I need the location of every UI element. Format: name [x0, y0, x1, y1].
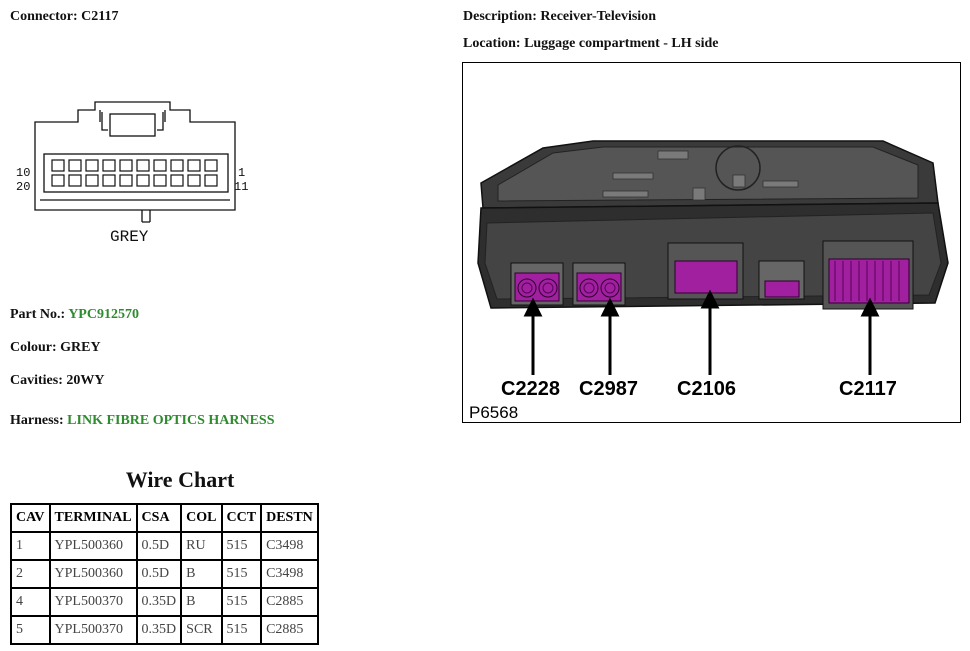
harness-label: Harness:: [10, 413, 64, 428]
cavity: [51, 174, 65, 187]
table-row: 4 YPL500370 0.35D B 515 C2885: [10, 587, 319, 617]
cavity-grid: [51, 159, 218, 187]
column-header: CCT: [220, 503, 263, 533]
table-cell: RU: [180, 531, 223, 561]
harness-line: Harness: LINK FIBRE OPTICS HARNESS: [10, 413, 275, 429]
colour-line: Colour: GREY: [10, 340, 101, 356]
location-value: Luggage compartment - LH side: [524, 36, 719, 51]
table-cell: YPL500370: [48, 615, 138, 645]
cavity: [51, 159, 65, 172]
cavity: [136, 174, 150, 187]
pin-label-1: 1: [238, 166, 246, 180]
table-cell: C3498: [260, 559, 319, 589]
callout-c2987: C2987: [579, 378, 638, 400]
column-header: DESTN: [260, 503, 319, 533]
cavity: [153, 159, 167, 172]
table-cell: 515: [220, 531, 263, 561]
table-row: 1 YPL500360 0.5D RU 515 C3498: [10, 531, 319, 561]
table-cell: 0.5D: [135, 559, 183, 589]
colour-label: Colour:: [10, 340, 57, 355]
table-cell: C2885: [260, 587, 319, 617]
module-location-illustration: C2228 C2987 C2106 C2117 P6568: [462, 62, 961, 423]
cavity: [204, 159, 218, 172]
description-line: Description: Receiver-Television: [463, 9, 656, 25]
table-cell: 1: [10, 531, 51, 561]
part-number-link[interactable]: YPC912570: [68, 307, 139, 322]
callout-c2117: C2117: [839, 378, 897, 400]
table-cell: 515: [220, 615, 263, 645]
figure-code: P6568: [469, 403, 518, 422]
table-cell: YPL500370: [48, 587, 138, 617]
cavity: [153, 174, 167, 187]
cavities-label: Cavities:: [10, 373, 63, 388]
cavities-line: Cavities: 20WY: [10, 373, 105, 389]
description-label: Description:: [463, 9, 537, 24]
table-cell: B: [180, 587, 223, 617]
wire-chart-table: CAV TERMINAL CSA COL CCT DESTN 1 YPL5003…: [10, 503, 319, 645]
location-line: Location: Luggage compartment - LH side: [463, 36, 719, 52]
connector-face-diagram: [34, 101, 236, 223]
connector-colour-caption: GREY: [110, 228, 149, 246]
description-value: Receiver-Television: [540, 9, 656, 24]
location-label: Location:: [463, 36, 521, 51]
wire-chart-title: Wire Chart: [125, 467, 235, 492]
column-header: TERMINAL: [48, 503, 138, 533]
cavity: [102, 174, 116, 187]
table-cell: C3498: [260, 531, 319, 561]
table-cell: YPL500360: [48, 531, 138, 561]
table-cell: B: [180, 559, 223, 589]
pin-label-10: 10: [16, 166, 31, 180]
cavity: [85, 174, 99, 187]
part-number-line: Part No.: YPC912570: [10, 307, 139, 323]
table-cell: 4: [10, 587, 51, 617]
cavity: [170, 159, 184, 172]
table-cell: 515: [220, 559, 263, 589]
cavity: [136, 159, 150, 172]
part-number-label: Part No.:: [10, 307, 66, 322]
cavity: [102, 159, 116, 172]
cavity: [170, 174, 184, 187]
table-cell: 515: [220, 587, 263, 617]
connector-id: C2117: [81, 9, 119, 24]
cavity: [187, 159, 201, 172]
table-cell: 0.5D: [135, 531, 183, 561]
callout-c2228: C2228: [501, 378, 560, 400]
pin-label-20: 20: [16, 180, 31, 194]
table-cell: 0.35D: [135, 587, 183, 617]
cavity: [204, 174, 218, 187]
cavity: [119, 159, 133, 172]
cavity: [85, 159, 99, 172]
table-cell: 2: [10, 559, 51, 589]
table-header-row: CAV TERMINAL CSA COL CCT DESTN: [10, 503, 319, 533]
table-row: 2 YPL500360 0.5D B 515 C3498: [10, 559, 319, 589]
table-cell: 5: [10, 615, 51, 645]
connector-heading: Connector: C2117: [10, 9, 119, 25]
connector-label: Connector:: [10, 9, 78, 24]
cavity: [68, 159, 82, 172]
colour-value: GREY: [60, 340, 101, 355]
harness-link[interactable]: LINK FIBRE OPTICS HARNESS: [67, 413, 275, 428]
cavity: [119, 174, 133, 187]
table-cell: SCR: [180, 615, 223, 645]
column-header: COL: [180, 503, 223, 533]
table-cell: 0.35D: [135, 615, 183, 645]
cavity: [187, 174, 201, 187]
table-cell: YPL500360: [48, 559, 138, 589]
pin-label-11: 11: [234, 180, 249, 194]
table-row: 5 YPL500370 0.35D SCR 515 C2885: [10, 615, 319, 645]
callout-c2106: C2106: [677, 378, 736, 400]
receiver-module-drawing: C2228 C2987 C2106 C2117 P6568: [469, 140, 949, 422]
table-cell: C2885: [260, 615, 319, 645]
column-header: CSA: [135, 503, 183, 533]
cavity: [68, 174, 82, 187]
column-header: CAV: [10, 503, 51, 533]
cavities-value: 20WY: [66, 373, 105, 388]
